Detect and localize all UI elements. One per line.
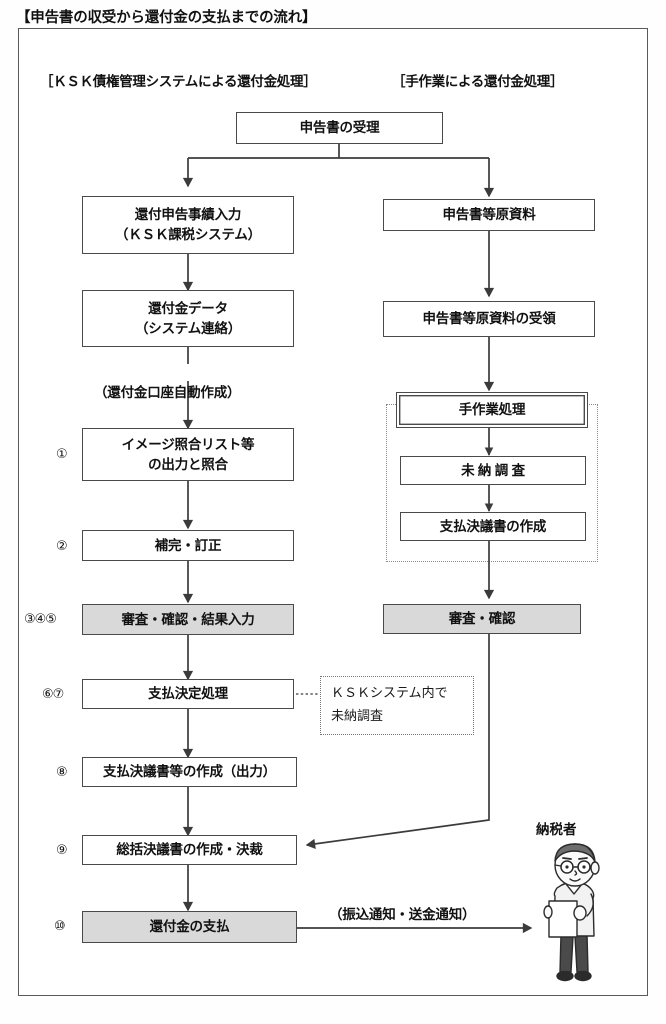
node-receipt[interactable]: 申告書の受理 [236,112,443,144]
node-left-review-confirm-entry[interactable]: 審査・確認・結果入力 [82,604,294,635]
node-right-manual-processing-label: 手作業処理 [458,402,526,418]
node-left-image-match-line1: イメージ照合リスト等 [121,436,255,452]
note-ksk-system: ＫＳＫシステム内で 未納調査 [320,676,474,735]
node-left-refund-data-line1: 還付金データ [148,300,228,316]
node-left-refund-data[interactable]: 還付金データ （システム連絡） [82,290,294,347]
node-left-payment-decision[interactable]: 支払決定処理 [82,679,294,709]
label-payment-notice: （振込通知・送金通知） [329,907,476,922]
step-number-8: ⑧ [56,764,68,779]
node-left-refund-payment-label: 還付金の支払 [149,919,230,935]
node-left-refund-entry-line2: （ＫＳＫ課税システム） [115,227,261,242]
node-right-unpaid-investigation-label: 未 納 調 査 [461,462,525,478]
label-auto-account-creation: （還付金口座自動作成） [94,385,241,400]
step-number-9: ⑨ [56,842,68,857]
node-left-refund-data-line2: （システム連絡） [135,320,241,336]
node-right-manual-processing[interactable]: 手作業処理 [396,392,588,428]
note-ksk-system-line2: 未納調査 [331,707,384,723]
step-number-67: ⑥⑦ [42,686,64,701]
node-right-source-docs-label: 申告書等原資料 [442,207,536,223]
step-number-2: ② [56,538,68,553]
node-left-payment-decision-label: 支払決定処理 [148,686,228,702]
node-right-unpaid-investigation[interactable]: 未 納 調 査 [400,456,586,485]
node-right-review-confirm-label: 審査・確認 [448,611,516,627]
step-number-1: ① [56,446,68,461]
node-left-refund-entry-line1: 還付申告事績入力 [134,207,242,223]
node-left-supplement-correct-label: 補完・訂正 [154,537,222,553]
node-receipt-label: 申告書の受理 [299,120,380,136]
taxpayer-figure-icon [543,843,600,982]
node-right-source-docs-received-label: 申告書等原資料の受領 [422,311,556,327]
node-right-payment-resolution-doc[interactable]: 支払決議書の作成 [400,512,586,541]
node-left-supplement-correct[interactable]: 補完・訂正 [82,530,294,561]
node-left-refund-payment[interactable]: 還付金の支払 [82,911,297,943]
left-column-caption: ［ＫＳＫ債権管理システムによる還付金処理］ [40,74,317,89]
node-left-review-confirm-entry-label: 審査・確認・結果入力 [121,611,255,627]
node-left-payment-resolution-doc-label: 支払決議書等の作成（出力） [103,764,276,780]
node-left-general-resolution[interactable]: 総括決議書の作成・決裁 [82,835,297,865]
step-number-345: ③④⑤ [24,611,57,626]
node-left-image-match-line2: の出力と照合 [148,456,228,472]
node-right-review-confirm[interactable]: 審査・確認 [383,604,581,634]
node-right-payment-resolution-doc-label: 支払決議書の作成 [439,518,547,534]
node-left-refund-entry[interactable]: 還付申告事績入力 （ＫＳＫ課税システム） [82,196,294,254]
right-column-caption: ［手作業による還付金処理］ [392,74,564,89]
taxpayer-label: 納税者 [536,822,577,837]
node-left-payment-resolution-doc[interactable]: 支払決議書等の作成（出力） [82,757,297,787]
node-right-source-docs-received[interactable]: 申告書等原資料の受領 [383,301,595,337]
node-left-general-resolution-label: 総括決議書の作成・決裁 [116,842,263,858]
node-left-image-match[interactable]: イメージ照合リスト等 の出力と照合 [82,428,294,481]
page-title: 【申告書の収受から還付金の支払までの流れ】 [16,10,317,26]
step-number-10: ⑩ [54,918,66,933]
note-ksk-system-line1: ＫＳＫシステム内で [331,685,448,700]
node-right-source-docs[interactable]: 申告書等原資料 [383,199,595,231]
